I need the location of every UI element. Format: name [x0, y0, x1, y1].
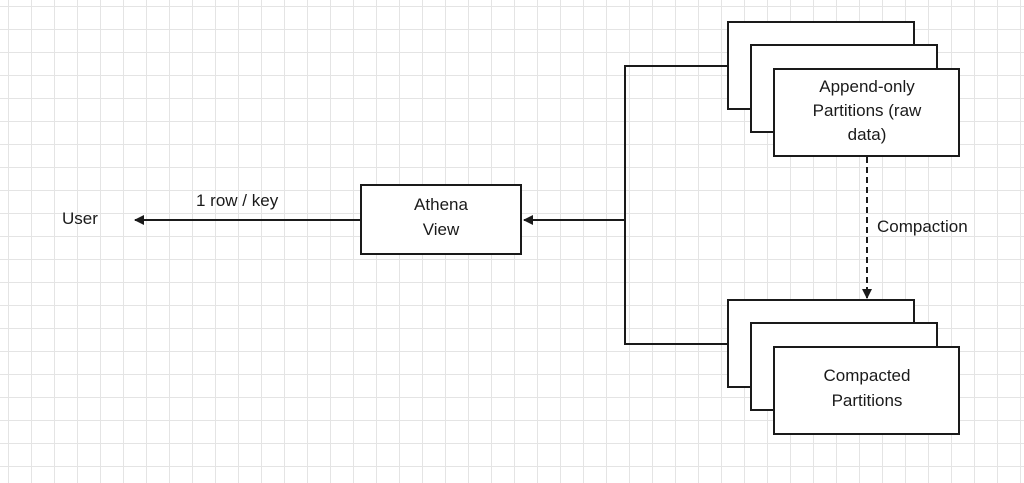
append-partition-front — [773, 68, 960, 157]
append-partitions-label-line-3: data) — [848, 125, 887, 144]
athena-view-node[interactable]: Athena View — [360, 184, 522, 255]
compacted-partitions-stack[interactable]: Compacted Partitions — [727, 299, 960, 435]
compaction-edge-label: Compaction — [877, 217, 968, 236]
user-label: User — [62, 209, 98, 228]
compacted-partitions-label-line-2: Partitions — [832, 391, 903, 410]
partitions-merge-connector — [624, 65, 728, 345]
compacted-partition-front — [773, 346, 960, 435]
append-partitions-label-line-1: Append-only — [819, 77, 915, 96]
athena-view-label-line-1: Athena — [414, 195, 468, 214]
athena-view-label-line-2: View — [423, 220, 460, 239]
append-partitions-label-line-2: Partitions (raw — [813, 101, 922, 120]
append-partitions-stack[interactable]: Append-only Partitions (raw data) — [727, 21, 960, 157]
view-to-user-edge-label: 1 row / key — [196, 191, 279, 210]
compacted-partitions-label-line-1: Compacted — [824, 366, 911, 385]
athena-view-box — [360, 184, 522, 255]
